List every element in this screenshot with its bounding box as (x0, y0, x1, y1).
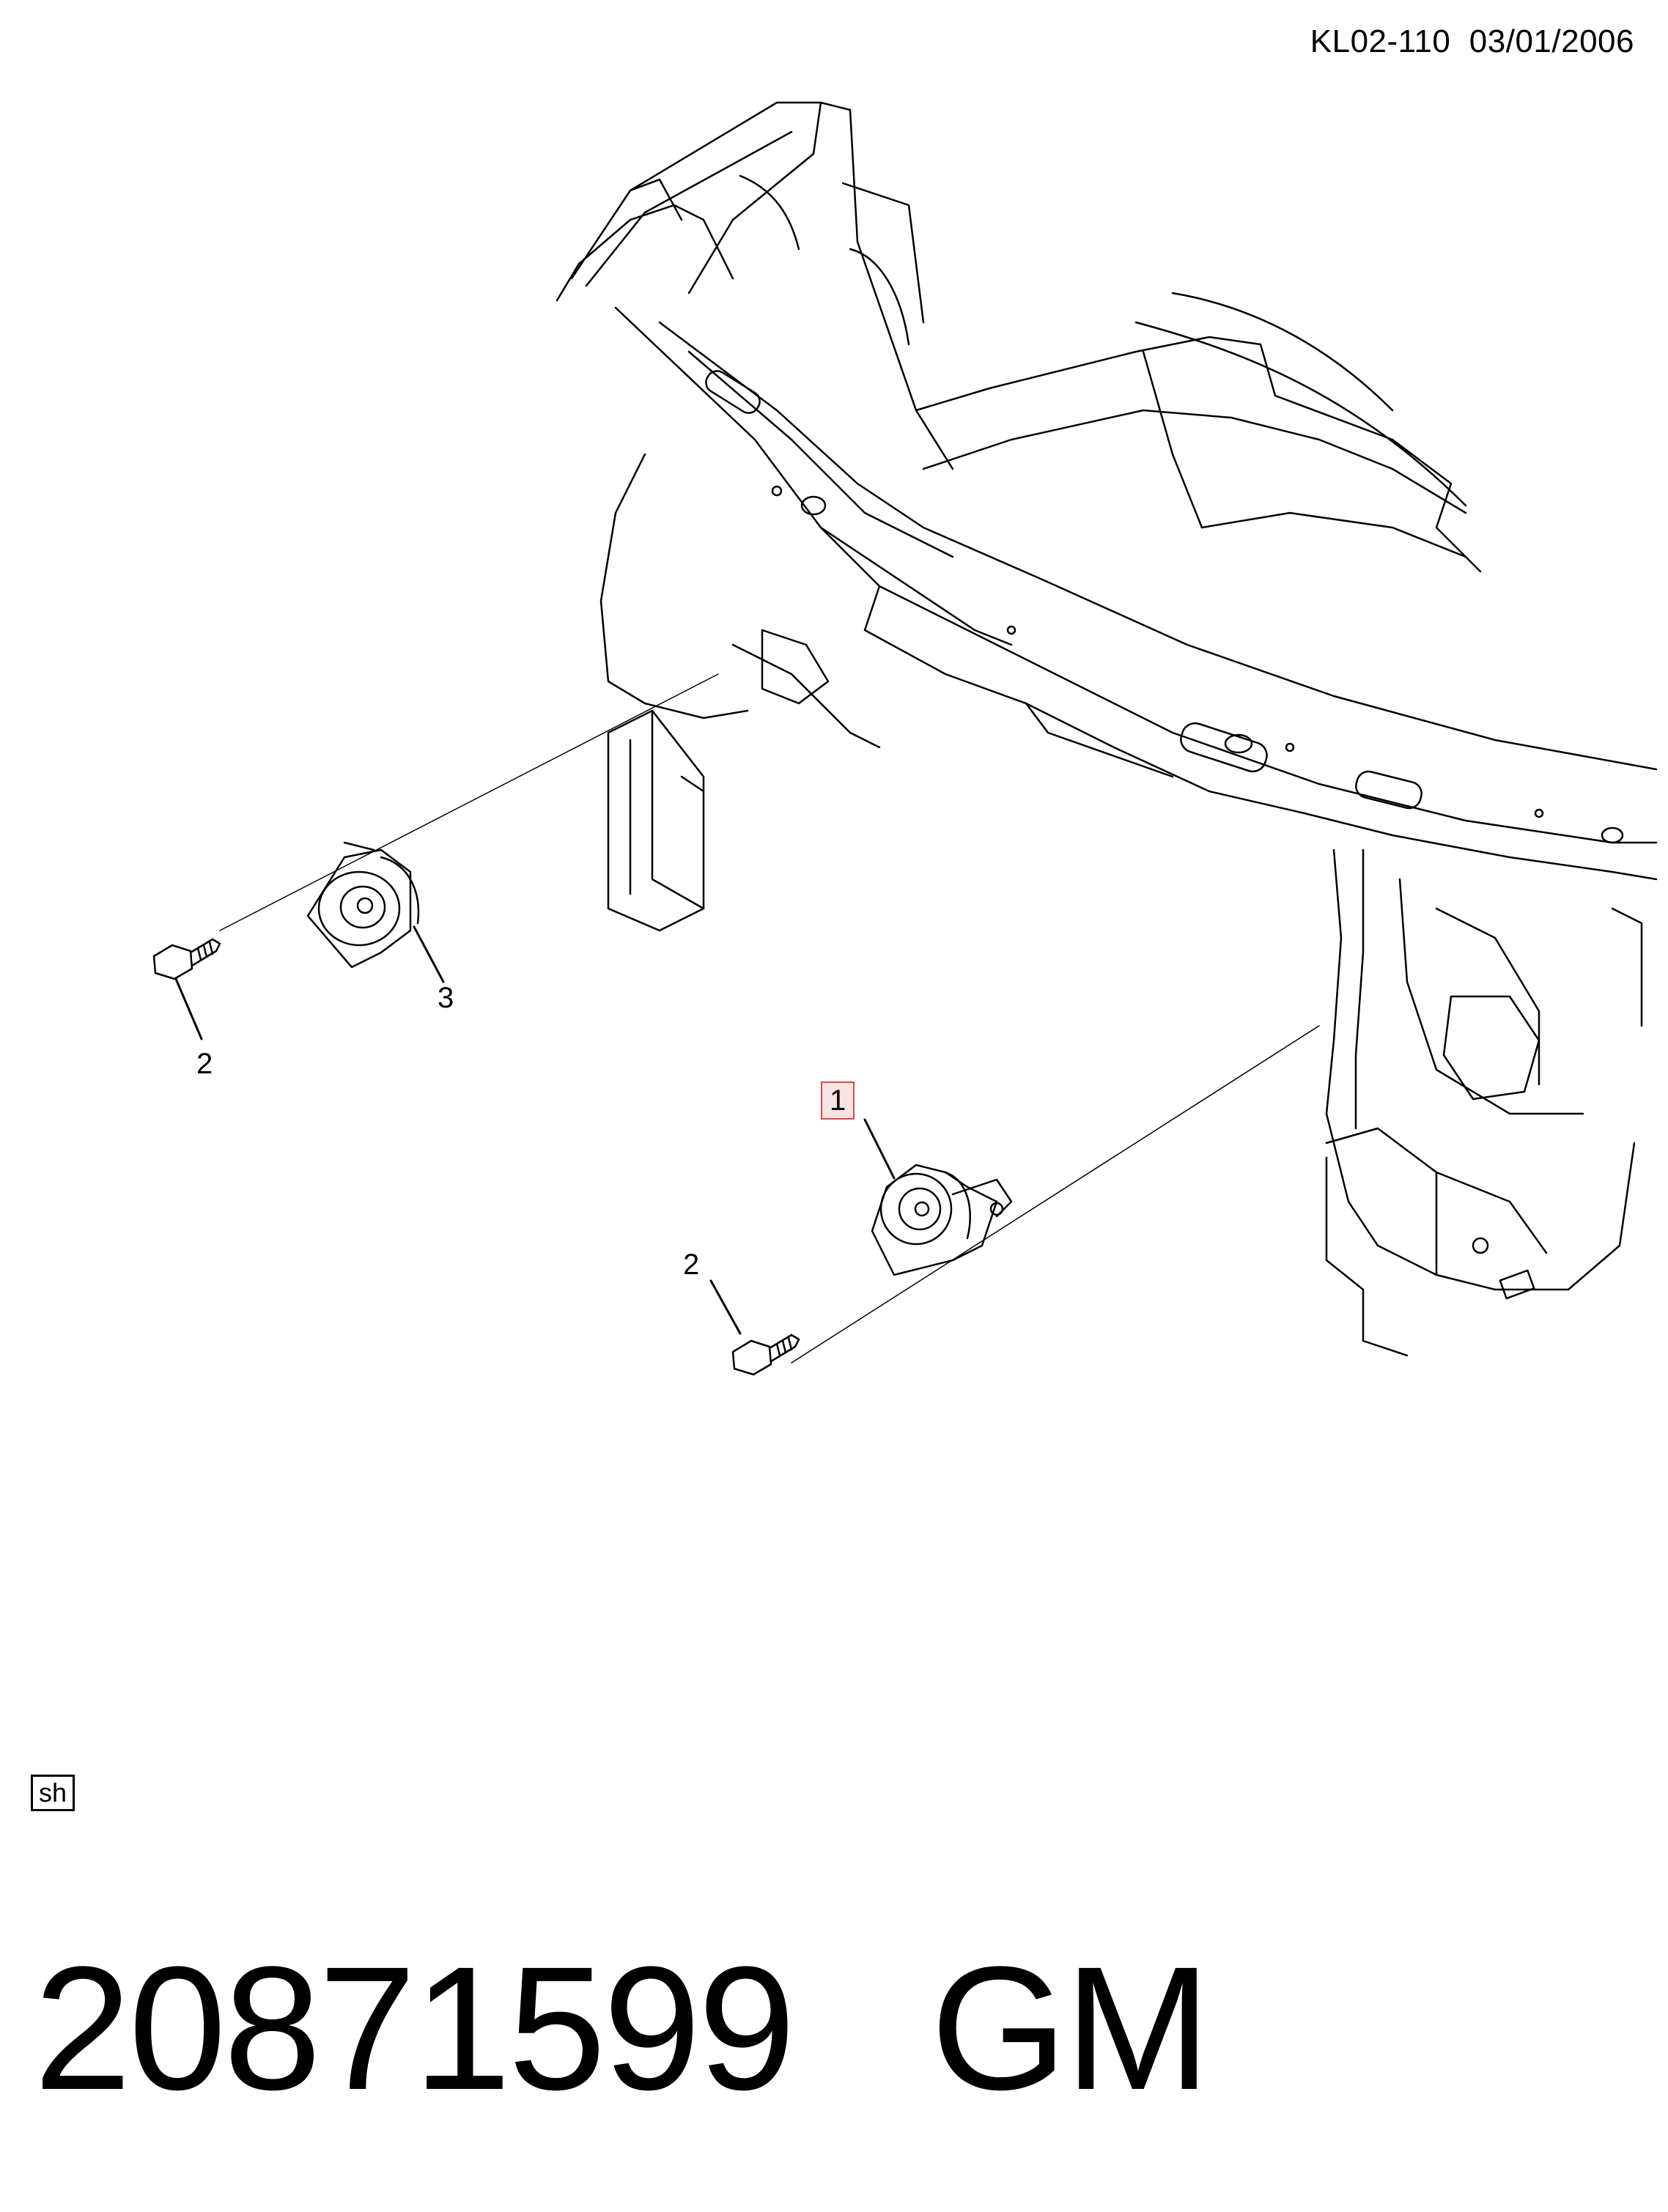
part-number: 20871599 (34, 1930, 796, 2126)
callout-leaders (174, 925, 896, 1335)
horn-high-note (871, 1164, 1013, 1276)
assembly-leader-lines (219, 673, 1320, 1364)
bolt-left (152, 938, 221, 980)
exploded-view-diagram (152, 101, 1658, 1376)
sheet-tag: sh (31, 1775, 75, 1811)
horn-low-note (306, 841, 420, 969)
bolt-right (731, 1334, 800, 1376)
callout-item-2-left: 2 (196, 1048, 213, 1080)
callout-item-1: 1 (821, 1081, 855, 1120)
illustration-code: KL02-110 03/01/2006 (1310, 23, 1634, 59)
callout-item-2-right: 2 (683, 1249, 700, 1281)
brand-name: GM (930, 1930, 1211, 2126)
callout-item-3: 3 (438, 982, 454, 1014)
radiator-support-frame (556, 101, 1658, 1357)
part-footer: 20871599 GM (34, 1940, 1211, 2116)
